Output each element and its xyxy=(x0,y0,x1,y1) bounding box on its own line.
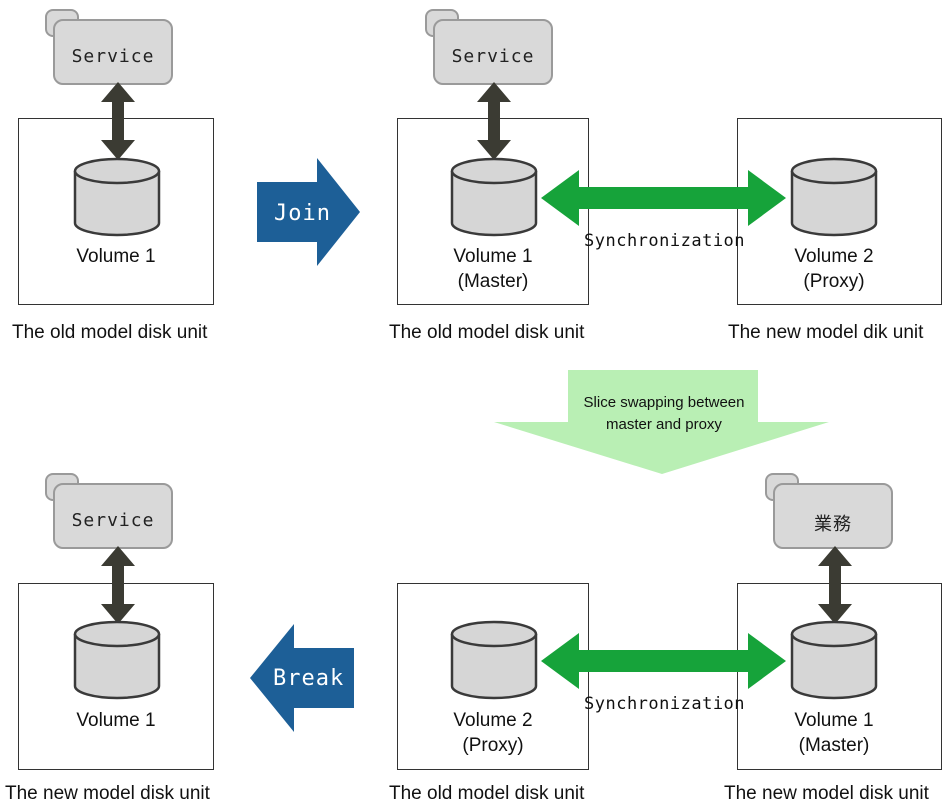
volume-cylinder-proxy-3 xyxy=(450,620,538,700)
break-arrow xyxy=(250,624,354,732)
volume-proxy-label-3: Volume 2 (Proxy) xyxy=(433,708,553,758)
volume-cylinder-1 xyxy=(73,157,161,237)
volume-cylinder-4 xyxy=(73,620,161,700)
volume-name: Volume 2 xyxy=(794,246,874,267)
io-arrow-3 xyxy=(818,546,852,624)
volume-master-label-2: Volume 1 (Master) xyxy=(433,244,553,294)
service-label-2: Service xyxy=(451,46,535,67)
disk-unit-caption-new-2: The new model dik unit xyxy=(728,322,924,343)
volume-name: Volume 2 xyxy=(453,710,533,731)
swap-label-line2: master and proxy xyxy=(606,416,722,433)
service-label-3: 業務 xyxy=(814,514,852,535)
volume-label-4: Volume 1 xyxy=(76,710,156,731)
volume-name: Volume 1 xyxy=(794,710,874,731)
volume-role: (Master) xyxy=(457,271,529,292)
swap-label: Slice swapping between master and proxy xyxy=(564,392,764,436)
service-label-4: Service xyxy=(71,510,155,531)
disk-unit-caption-1: The old model disk unit xyxy=(12,322,208,343)
volume-name: Volume 1 xyxy=(453,246,533,267)
volume-cylinder-master-2 xyxy=(450,157,538,237)
volume-cylinder-master-3 xyxy=(790,620,878,700)
volume-role: (Proxy) xyxy=(462,735,524,756)
join-label: Join xyxy=(274,201,331,226)
volume-role: (Master) xyxy=(798,735,870,756)
sync-label-3: Synchronization xyxy=(584,694,746,714)
service-icon-4 xyxy=(45,473,173,549)
sync-arrow-2 xyxy=(541,170,786,226)
disk-unit-caption-4: The new model disk unit xyxy=(5,783,210,804)
service-icon-1 xyxy=(45,9,173,85)
io-arrow-1 xyxy=(101,82,135,160)
disk-unit-caption-old-3: The old model disk unit xyxy=(389,783,585,804)
sync-label-2: Synchronization xyxy=(584,231,746,251)
volume-role: (Proxy) xyxy=(803,271,865,292)
io-arrow-4 xyxy=(101,546,135,624)
volume-label-1: Volume 1 xyxy=(76,246,156,267)
break-label: Break xyxy=(273,666,345,691)
volume-proxy-label-2: Volume 2 (Proxy) xyxy=(774,244,894,294)
io-arrow-2 xyxy=(477,82,511,160)
volume-cylinder-proxy-2 xyxy=(790,157,878,237)
sync-arrow-3 xyxy=(541,633,786,689)
join-arrow xyxy=(257,158,360,266)
disk-unit-caption-new-3: The new model disk unit xyxy=(724,783,929,804)
service-icon-3 xyxy=(765,473,893,549)
swap-arrow xyxy=(494,370,829,474)
service-icon-2 xyxy=(425,9,553,85)
volume-master-label-3: Volume 1 (Master) xyxy=(774,708,894,758)
swap-label-line1: Slice swapping between xyxy=(583,394,745,411)
service-label-1: Service xyxy=(71,46,155,67)
disk-unit-caption-old-2: The old model disk unit xyxy=(389,322,585,343)
